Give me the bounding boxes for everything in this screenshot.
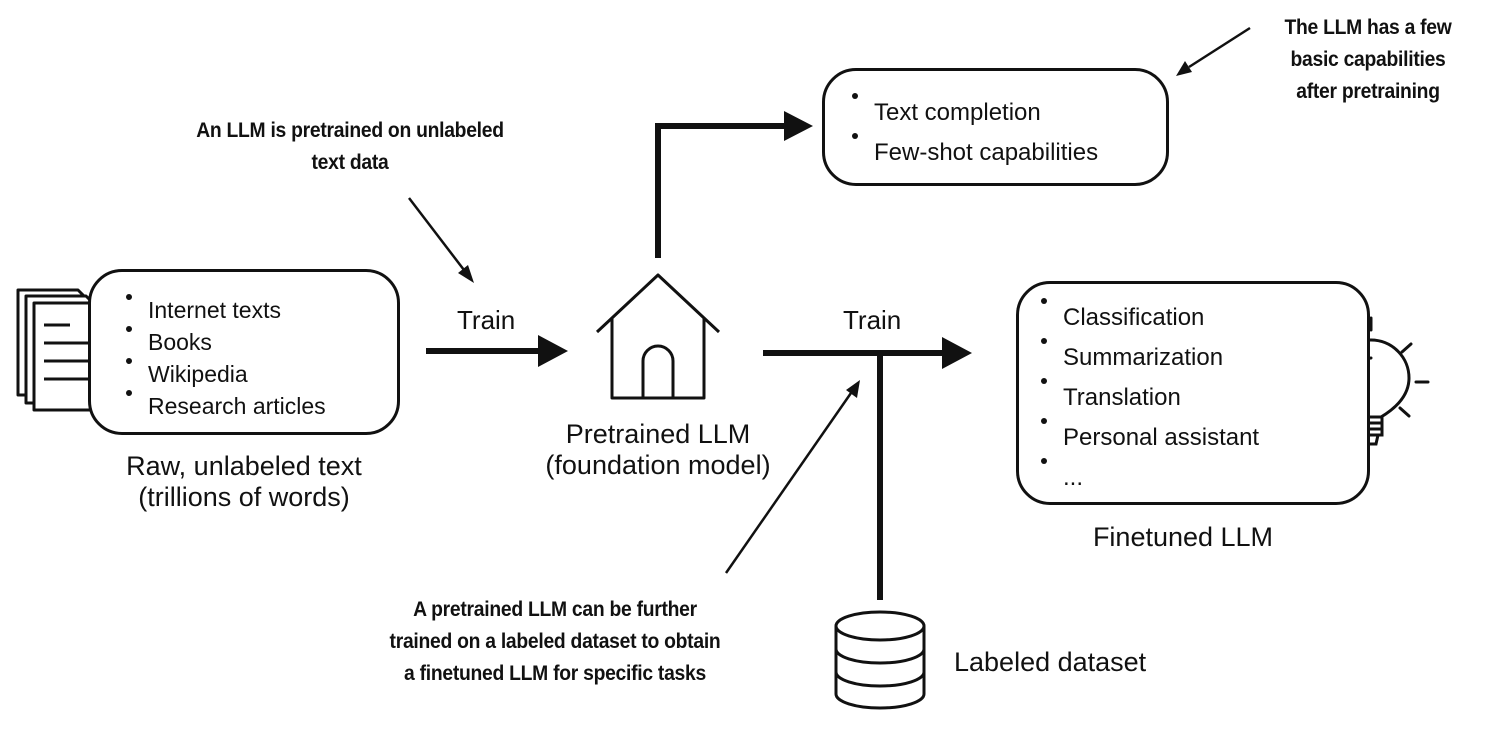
raw-text-caption-line1: Raw, unlabeled text bbox=[126, 451, 362, 481]
capabilities-box: Text completion Few-shot capabilities bbox=[822, 68, 1169, 186]
note-line: a finetuned LLM for specific tasks bbox=[404, 662, 706, 685]
pretrained-caption-line1: Pretrained LLM bbox=[565, 419, 751, 449]
note-line: trained on a labeled dataset to obtain bbox=[389, 630, 721, 653]
note-line: after pretraining bbox=[1296, 80, 1440, 103]
note-line: text data bbox=[311, 151, 389, 174]
list-item: Books bbox=[126, 326, 326, 358]
capabilities-annotation: The LLM has a few basic capabilities aft… bbox=[1250, 12, 1486, 108]
train-label-1: Train bbox=[457, 305, 516, 335]
house-icon bbox=[595, 273, 721, 400]
list-item: Personal assistant bbox=[1041, 418, 1259, 458]
dataset-caption: Labeled dataset bbox=[954, 647, 1147, 677]
note-line: basic capabilities bbox=[1290, 48, 1446, 71]
pretrained-caption-line2: (foundation model) bbox=[545, 450, 771, 480]
note-line: An LLM is pretrained on unlabeled bbox=[196, 119, 504, 142]
train-label-2: Train bbox=[843, 305, 902, 335]
pretrain-annotation: An LLM is pretrained on unlabeled text d… bbox=[129, 115, 571, 179]
database-icon bbox=[834, 610, 926, 710]
train-arrow-2 bbox=[763, 337, 972, 369]
finetuned-box: Classification Summarization Translation… bbox=[1016, 281, 1370, 505]
capabilities-list: Text completion Few-shot capabilities bbox=[852, 93, 1098, 173]
raw-text-box: Internet texts Books Wikipedia Research … bbox=[88, 269, 400, 435]
list-item: Few-shot capabilities bbox=[852, 133, 1098, 173]
annotation-arrow-pretrain bbox=[408, 197, 474, 283]
finetune-annotation: A pretrained LLM can be further trained … bbox=[325, 594, 785, 690]
annotation-arrow-capabilities bbox=[1176, 26, 1251, 76]
train-arrow-1 bbox=[426, 335, 568, 367]
note-line: A pretrained LLM can be further bbox=[413, 598, 697, 621]
raw-text-caption: Raw, unlabeled text (trillions of words) bbox=[88, 451, 400, 513]
raw-text-list: Internet texts Books Wikipedia Research … bbox=[126, 294, 326, 422]
note-line: The LLM has a few bbox=[1284, 16, 1452, 39]
pretrained-caption: Pretrained LLM (foundation model) bbox=[518, 419, 798, 481]
list-item: Text completion bbox=[852, 93, 1098, 133]
capabilities-arrow bbox=[655, 111, 813, 258]
finetuned-list: Classification Summarization Translation… bbox=[1041, 298, 1259, 498]
list-item: Summarization bbox=[1041, 338, 1259, 378]
list-item: Translation bbox=[1041, 378, 1259, 418]
finetuned-caption: Finetuned LLM bbox=[1092, 522, 1274, 552]
annotation-arrow-finetune bbox=[724, 380, 860, 574]
list-item: ... bbox=[1041, 458, 1259, 498]
list-item: Classification bbox=[1041, 298, 1259, 338]
list-item: Internet texts bbox=[126, 294, 326, 326]
list-item: Research articles bbox=[126, 390, 326, 422]
list-item: Wikipedia bbox=[126, 358, 326, 390]
raw-text-caption-line2: (trillions of words) bbox=[138, 482, 350, 512]
